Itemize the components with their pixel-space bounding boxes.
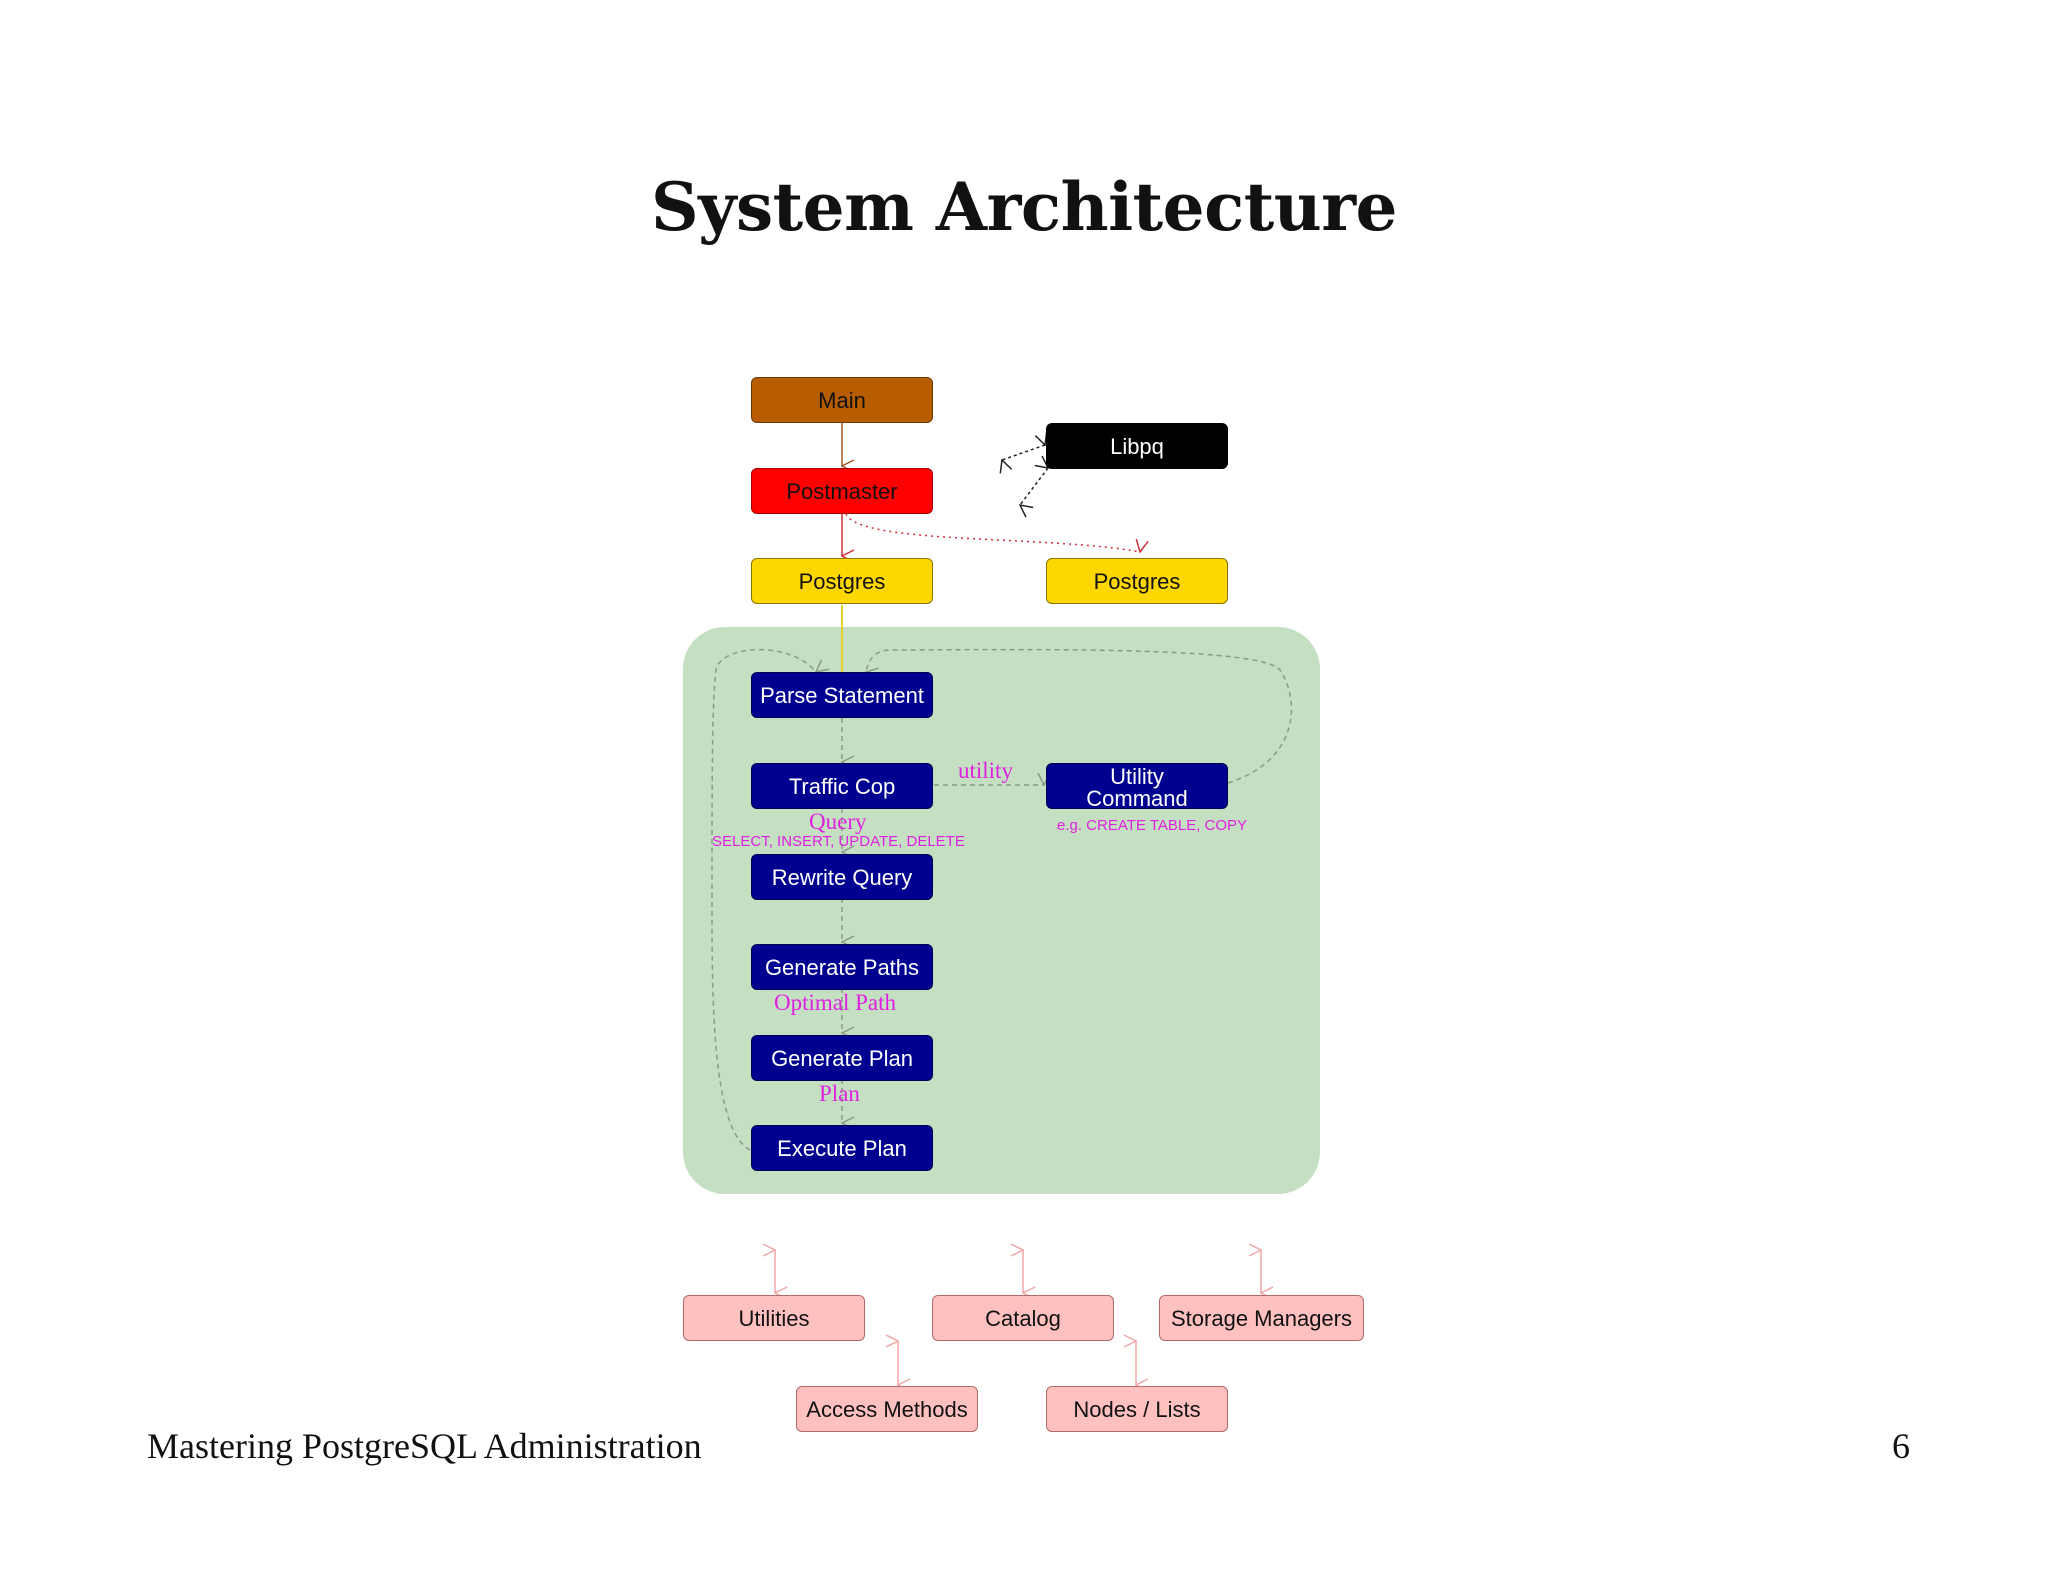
backend-process-panel	[683, 627, 1320, 1194]
utility-edge-label: utility	[958, 758, 1013, 783]
generate-paths-node: Generate Paths	[751, 944, 933, 990]
edge-postmaster-postgres-right	[845, 513, 1140, 552]
storage-managers-node: Storage Managers	[1159, 1295, 1364, 1341]
page-number: 6	[1892, 1426, 1910, 1466]
access-methods-node: Access Methods	[796, 1386, 978, 1432]
catalog-node: Catalog	[932, 1295, 1114, 1341]
parse-statement-node: Parse Statement	[751, 672, 933, 718]
slide-title: System Architecture	[650, 168, 1398, 246]
main-node: Main	[751, 377, 933, 423]
plan-edge-label: Plan	[819, 1081, 860, 1106]
footer-text: Mastering PostgreSQL Administration	[147, 1426, 702, 1466]
nodes-lists-node: Nodes / Lists	[1046, 1386, 1228, 1432]
rewrite-query-node: Rewrite Query	[751, 854, 933, 900]
execute-plan-node: Execute Plan	[751, 1125, 933, 1171]
edge-execute-loop	[711, 648, 816, 1151]
utilities-node: Utilities	[683, 1295, 865, 1341]
utility-examples-label: e.g. CREATE TABLE, COPY	[1057, 817, 1248, 834]
traffic-cop-node: Traffic Cop	[751, 763, 933, 809]
utility-command-node: Utility Command	[1046, 763, 1228, 810]
edge-utility-loop	[866, 648, 1293, 784]
postgres-node-left: Postgres	[751, 558, 933, 604]
postgres-node-right: Postgres	[1046, 558, 1228, 604]
edge-libpq-upper	[1002, 445, 1045, 460]
optimal-path-edge-label: Optimal Path	[774, 990, 897, 1015]
postmaster-node: Postmaster	[751, 468, 933, 514]
query-examples-label: SELECT, INSERT, UPDATE, DELETE	[712, 833, 965, 850]
edge-libpq-lower	[1020, 468, 1048, 505]
query-edge-label: Query	[809, 809, 867, 834]
generate-plan-node: Generate Plan	[751, 1035, 933, 1081]
libpq-node: Libpq	[1046, 423, 1228, 469]
